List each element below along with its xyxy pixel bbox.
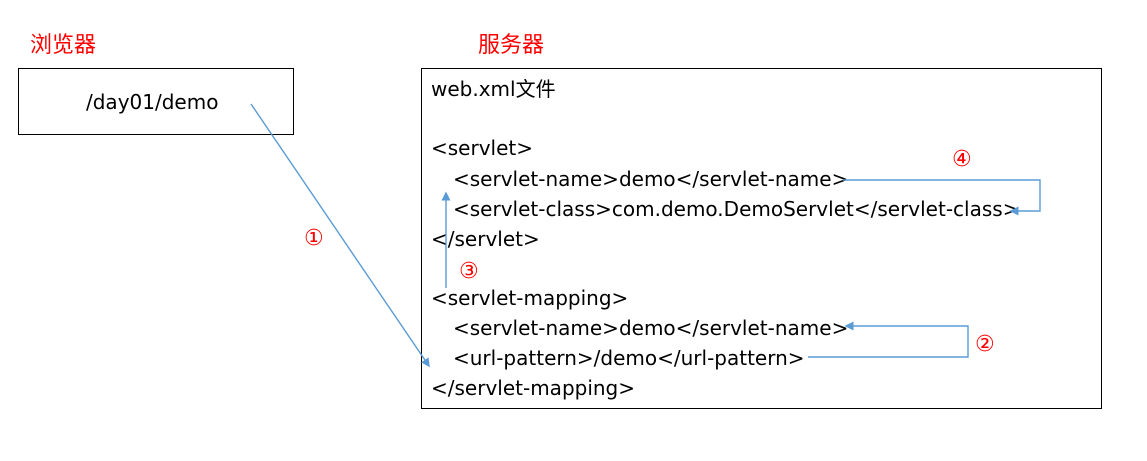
browser-box: [18, 68, 294, 135]
servlet-mapping-open-tag: <servlet-mapping>: [431, 286, 629, 310]
step-1-label: ①: [304, 226, 324, 251]
step-4-label: ④: [952, 147, 972, 172]
servlet-mapping-close-tag: </servlet-mapping>: [431, 376, 636, 400]
servlet-name-line-2: <servlet-name>demo</servlet-name>: [453, 316, 849, 340]
browser-title: 浏览器: [30, 33, 97, 58]
server-title: 服务器: [478, 33, 545, 58]
web-xml-label: web.xml文件: [431, 77, 556, 101]
step-3-label: ③: [459, 259, 479, 284]
url-pattern-line: <url-pattern>/demo</url-pattern>: [453, 346, 805, 370]
servlet-open-tag: <servlet>: [431, 136, 534, 160]
servlet-close-tag: </servlet>: [431, 227, 540, 251]
step-2-label: ②: [975, 332, 995, 357]
servlet-name-line-1: <servlet-name>demo</servlet-name>: [453, 167, 849, 191]
arrow-step-1: [250, 103, 430, 368]
server-box: [421, 68, 1102, 409]
browser-url: /day01/demo: [86, 90, 219, 114]
servlet-class-line: <servlet-class>com.demo.DemoServlet</ser…: [453, 197, 1020, 221]
